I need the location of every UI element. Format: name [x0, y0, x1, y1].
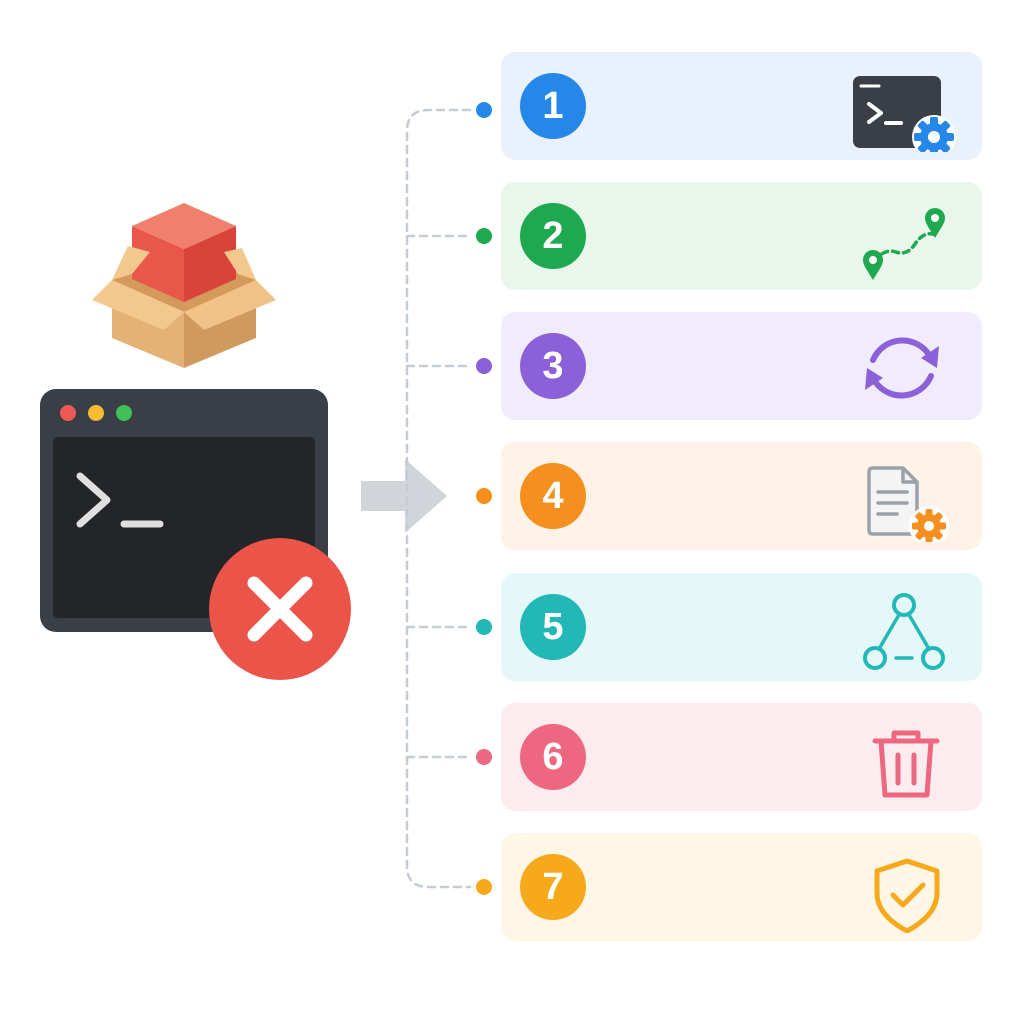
connector-dot-3 — [476, 358, 492, 374]
step-badge-6: 6 — [520, 724, 586, 790]
step-card-6: 6 — [501, 703, 982, 811]
connector-dot-6 — [476, 749, 492, 765]
connector-dot-1 — [476, 102, 492, 118]
error-x-icon — [209, 538, 351, 680]
connector-dots — [476, 102, 492, 895]
dashed-connector — [405, 108, 472, 889]
step-card-5: 5 — [501, 573, 982, 681]
step-card-7: 7 — [501, 833, 982, 941]
node-graph-icon — [841, 581, 961, 673]
terminal-gear-icon — [841, 60, 961, 152]
window-close-dot — [60, 405, 76, 421]
shield-check-icon — [841, 841, 961, 933]
step-badge-2: 2 — [520, 203, 586, 269]
step-badge-1: 1 — [520, 73, 586, 139]
step-card-1: 1 — [501, 52, 982, 160]
package-box-icon — [92, 203, 276, 368]
connector-dot-2 — [476, 228, 492, 244]
step-badge-7: 7 — [520, 854, 586, 920]
route-pins-icon — [841, 190, 961, 282]
connector-dot-5 — [476, 619, 492, 635]
trash-icon — [841, 711, 961, 803]
connector-dot-7 — [476, 879, 492, 895]
flow-arrow-icon — [361, 459, 447, 533]
sync-arrows-icon — [841, 320, 961, 412]
step-card-4: 4 — [501, 442, 982, 550]
step-badge-3: 3 — [520, 333, 586, 399]
window-minimize-dot — [88, 405, 104, 421]
document-gear-icon — [841, 450, 961, 542]
step-badge-4: 4 — [520, 463, 586, 529]
step-card-3: 3 — [501, 312, 982, 420]
connector-dot-4 — [476, 488, 492, 504]
terminal-prompt-icon — [76, 472, 111, 528]
step-badge-5: 5 — [520, 594, 586, 660]
step-card-2: 2 — [501, 182, 982, 290]
window-maximize-dot — [116, 405, 132, 421]
